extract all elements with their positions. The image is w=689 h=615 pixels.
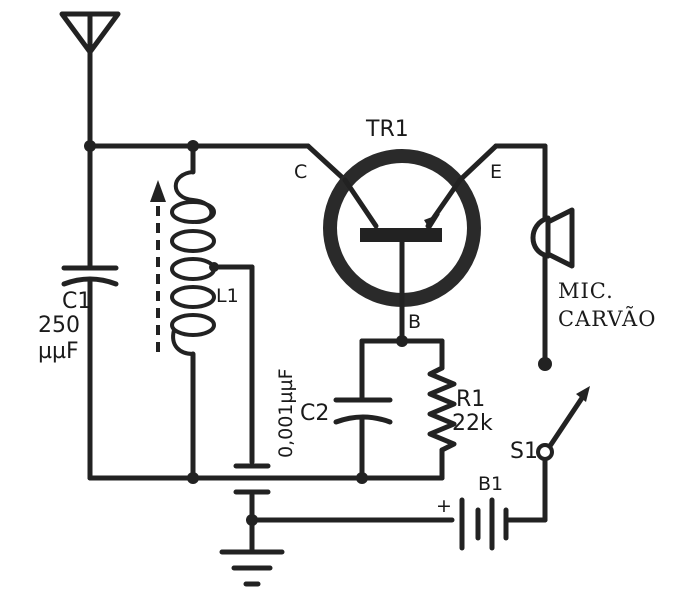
switch-s1 <box>536 386 590 523</box>
transistor-tr1 <box>323 149 481 341</box>
junction-coil-tap <box>209 262 219 272</box>
carbon-microphone <box>530 207 575 371</box>
battery-plus-label: + <box>436 495 452 517</box>
junction-bottom-coil <box>187 472 199 484</box>
r1-name-label: R1 <box>456 387 485 412</box>
c1-name-label: C1 <box>62 289 91 314</box>
ground-symbol <box>219 549 285 587</box>
coil-l1 <box>150 143 216 481</box>
battery-b1 <box>459 497 548 551</box>
junction-bottom-c2 <box>356 472 368 484</box>
antenna-symbol <box>59 11 121 149</box>
coil-label: L1 <box>216 285 239 307</box>
switch-label: S1 <box>510 439 538 464</box>
base-wires <box>359 338 445 401</box>
base-label: B <box>408 311 421 333</box>
coupling-capacitor-label: 0,001µµF <box>275 369 297 459</box>
emitter-wire <box>457 143 548 221</box>
emitter-label: E <box>490 161 502 183</box>
coupling-capacitor <box>233 463 271 495</box>
c2-label: C2 <box>300 401 329 426</box>
c2-capacitor <box>333 397 393 481</box>
transistor-label: TR1 <box>365 117 409 142</box>
coil-tap-wire <box>211 264 255 553</box>
c1-unit-label: µµF <box>38 339 79 364</box>
r1-resistor <box>427 365 457 481</box>
junction-ground <box>246 514 258 526</box>
collector-label: C <box>294 161 307 183</box>
c1-value-label: 250 <box>38 313 80 338</box>
r1-value-label: 22k <box>452 411 493 436</box>
mic-label-line2: CARVÃO <box>558 307 656 331</box>
c1-capacitor <box>61 143 119 481</box>
battery-label: B1 <box>478 473 503 495</box>
mic-label-line1: MIC. <box>558 279 614 303</box>
